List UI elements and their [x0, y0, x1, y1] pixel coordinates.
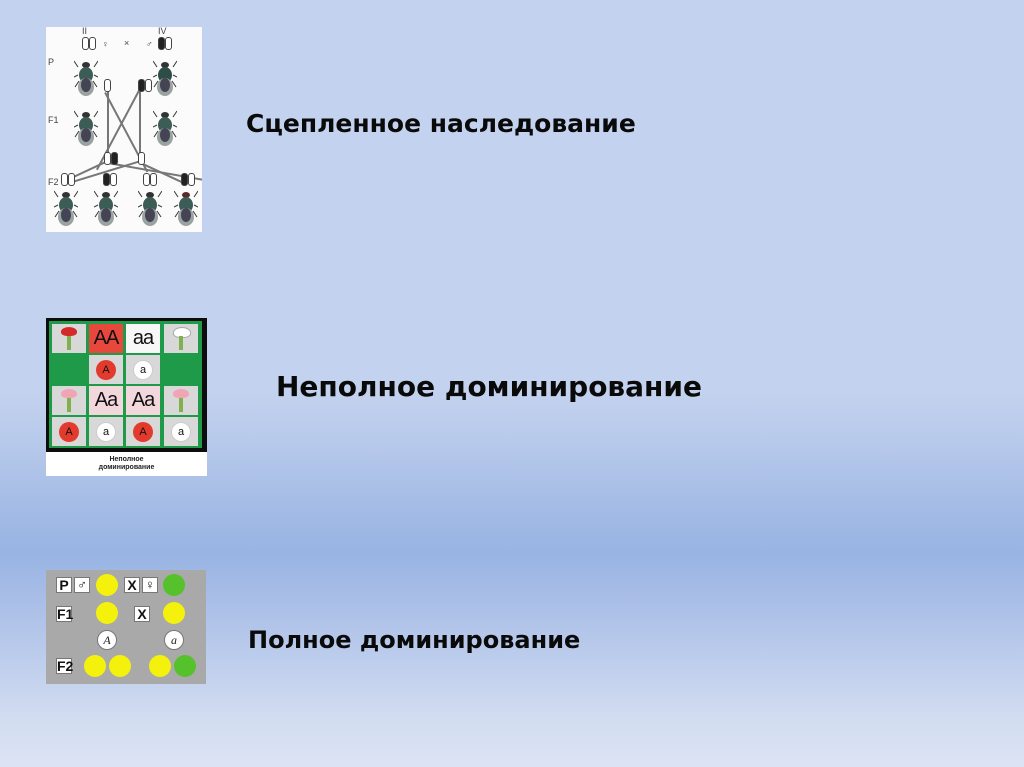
- flower-cell: [164, 386, 198, 415]
- generation-label-f2: F2: [48, 177, 59, 187]
- fly-icon: [54, 190, 78, 226]
- gamete-cell: A: [89, 355, 123, 384]
- flower-cell: [52, 324, 86, 353]
- chromosome: [104, 152, 111, 165]
- male-symbol: ♂: [146, 39, 153, 49]
- linked-inheritance-label: Сцепленное наследование: [246, 109, 636, 138]
- linked-inheritance-image: II IV ♀ × ♂ P F1 F2: [46, 27, 202, 232]
- complete-dominance-label: Полное доминирование: [248, 626, 581, 654]
- genotype-cell: Aa: [89, 386, 123, 415]
- chromosome: [89, 37, 96, 50]
- yellow-pea-icon: [96, 574, 118, 596]
- flower-cell: [164, 324, 198, 353]
- fly-icon: [153, 60, 177, 96]
- generation-label-f1: F1: [48, 115, 59, 125]
- chromosome-label: IV: [158, 27, 167, 36]
- chromosome: [158, 37, 165, 50]
- caption-line: Неполное: [109, 456, 144, 463]
- image-caption: Неполное доминирование: [46, 452, 207, 476]
- female-symbol: ♀: [102, 39, 109, 49]
- genotype-aa: aa: [132, 327, 154, 349]
- gamete-cell: A: [52, 417, 86, 446]
- yellow-pea-icon: [163, 602, 185, 624]
- genotype-Aa: Aa: [131, 389, 155, 411]
- genotype-cell: aa: [126, 324, 160, 353]
- yellow-pea-icon: [84, 655, 106, 677]
- chromosome: [104, 79, 111, 92]
- punnett-board: AA aa A a Aa Aa: [46, 318, 207, 452]
- allele-dominant: A: [59, 421, 79, 442]
- cross-symbol: X: [134, 606, 150, 622]
- caption-line: доминирование: [98, 464, 155, 471]
- allele-recessive: a: [96, 421, 116, 442]
- cross-symbol: ×: [124, 38, 130, 48]
- gamete-cell: a: [89, 417, 123, 446]
- white-carnation-icon: [173, 326, 191, 351]
- genotype-AA: AA: [93, 327, 120, 349]
- punnett-grid: AA aa A a Aa Aa: [49, 321, 202, 448]
- green-pea-icon: [174, 655, 196, 677]
- allele-dominant: A: [133, 421, 153, 442]
- cross-symbol: X: [124, 577, 140, 593]
- incomplete-dominance-image: AA aa A a Aa Aa: [46, 318, 207, 476]
- chromosome: [145, 79, 152, 92]
- row-label-p: P: [56, 577, 72, 593]
- chromosome-label: II: [82, 27, 88, 36]
- flower-cell: [52, 386, 86, 415]
- chromosome: [181, 173, 188, 186]
- allele-dominant: A: [96, 359, 116, 380]
- fly-icon: [74, 110, 98, 146]
- chromosome: [188, 173, 195, 186]
- generation-label-p: P: [48, 57, 55, 67]
- yellow-pea-icon: [109, 655, 131, 677]
- fly-icon: [74, 60, 98, 96]
- cross-line: [107, 87, 109, 157]
- pink-carnation-icon: [61, 388, 77, 413]
- chromosome: [150, 173, 157, 186]
- chromosome: [61, 173, 68, 186]
- green-pea-icon: [163, 574, 185, 596]
- chromosome: [103, 173, 110, 186]
- gamete-recessive: a: [164, 630, 184, 650]
- gamete-dominant: A: [97, 630, 117, 650]
- chromosome: [143, 173, 150, 186]
- gamete-cell: a: [164, 417, 198, 446]
- red-carnation-icon: [61, 326, 77, 351]
- row-label-f1: F1: [56, 606, 74, 622]
- gamete-cell: a: [126, 355, 160, 384]
- yellow-pea-icon: [96, 602, 118, 624]
- fly-icon: [153, 110, 177, 146]
- female-symbol: ♀: [142, 577, 158, 593]
- row-label-f2: F2: [56, 658, 74, 674]
- male-symbol: ♂: [74, 577, 90, 593]
- fly-icon: [138, 190, 162, 226]
- fly-icon: [174, 190, 198, 226]
- genotype-cell: Aa: [126, 386, 160, 415]
- allele-recessive: a: [171, 421, 191, 442]
- complete-dominance-image: P ♂ X ♀ F1 X A a F2: [46, 570, 206, 684]
- chromosome: [138, 152, 145, 165]
- yellow-pea-icon: [149, 655, 171, 677]
- allele-recessive: a: [133, 359, 153, 380]
- chromosome: [68, 173, 75, 186]
- chromosome: [111, 152, 118, 165]
- pink-carnation-icon: [173, 388, 189, 413]
- incomplete-dominance-label: Неполное доминирование: [276, 370, 703, 403]
- cross-line: [139, 87, 141, 157]
- gamete-cell: A: [126, 417, 160, 446]
- chromosome: [110, 173, 117, 186]
- chromosome: [138, 79, 145, 92]
- genotype-Aa: Aa: [94, 389, 118, 411]
- chromosome: [82, 37, 89, 50]
- fly-icon: [94, 190, 118, 226]
- chromosome: [165, 37, 172, 50]
- genotype-cell: AA: [89, 324, 123, 353]
